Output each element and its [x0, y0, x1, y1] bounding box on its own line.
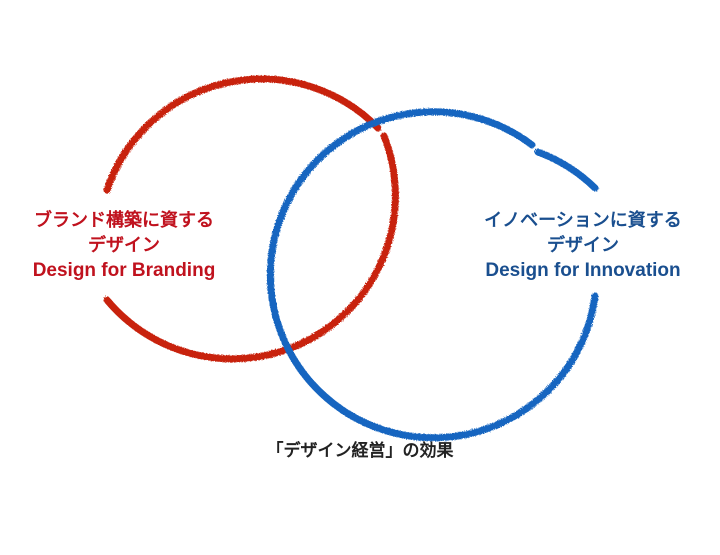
branding-label-en: Design for Branding	[32, 260, 216, 281]
branding-circle	[103, 75, 399, 363]
innovation-label-jp-2: デザイン	[547, 235, 619, 256]
innovation-label: イノベーションに資する デザイン Design for Innovation	[458, 208, 708, 283]
diagram-caption: 「デザイン経営」の効果	[266, 441, 454, 461]
innovation-label-jp: イノベーションに資する	[484, 210, 682, 231]
innovation-circle	[266, 108, 599, 442]
branding-label-jp-2: デザイン	[88, 235, 160, 256]
innovation-label-en: Design for Innovation	[485, 260, 681, 281]
branding-label: ブランド構築に資する デザイン Design for Branding	[0, 208, 248, 283]
branding-label-jp: ブランド構築に資する	[34, 210, 214, 231]
